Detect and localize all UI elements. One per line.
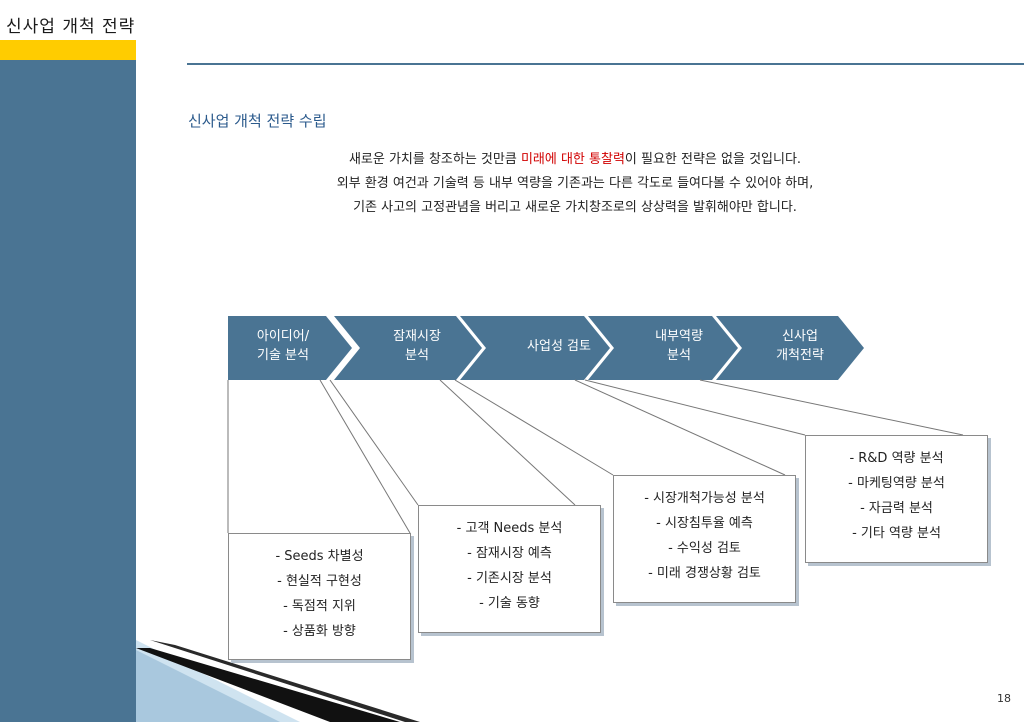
list-item: - 시장개척가능성 분석 [644,491,765,506]
process-label-1: 아이디어/기술 분석 [256,329,310,363]
accent-bar [0,40,136,60]
list-item: - R&D 역량 분석 [849,451,944,466]
intro-line-1: 새로운 가치를 창조하는 것만큼 미래에 대한 통찰력이 필요한 전략은 없을 … [348,152,802,167]
connector-3a [454,379,614,476]
list-item: - 기존시장 분석 [467,571,552,586]
connector-2a [329,379,419,506]
title-bar: 신사업 개척 전략 [0,0,160,40]
list-item: - 잠재시장 예측 [467,546,552,561]
swoosh-dark [136,648,400,722]
process-arrow-2 [334,316,482,380]
process-arrow-5 [716,316,864,380]
section-heading: 신사업 개척 전략 수립 [188,112,327,130]
list-item: - Seeds 차별성 [275,549,364,564]
intro-line-3: 기존 사고의 고정관념을 버리고 새로운 가치창조로의 상상력을 발휘해야만 합… [353,200,797,215]
connector-4b [699,379,964,436]
swoosh-mid [136,650,280,722]
intro-text: 새로운 가치를 창조하는 것만큼 미래에 대한 통찰력이 필요한 전략은 없을 … [230,148,920,220]
list-item: - 독점적 지위 [283,599,356,614]
process-arrow-1 [228,316,352,380]
connector-1b [319,379,411,534]
list-item: - 기술 동향 [479,596,540,611]
list-item: - 자금력 분석 [860,501,933,516]
page-title: 신사업 개척 전략 [6,17,136,37]
detail-box-idea: - Seeds 차별성 - 현실적 구현성 - 독점적 지위 - 상품화 방향 [228,533,411,660]
detail-box-capability: - R&D 역량 분석 - 마케팅역량 분석 - 자금력 분석 - 기타 역량 … [805,435,988,563]
list-item: - 고객 Needs 분석 [456,521,563,536]
list-item: - 상품화 방향 [283,624,356,639]
connector-3b [574,379,786,476]
swoosh-dark-tip [150,640,420,722]
list-item: - 기타 역량 분석 [852,526,941,541]
list-item: - 현실적 구현성 [277,574,362,589]
process-label-3: 사업성 검토 [527,339,591,354]
intro-highlight: 미래에 대한 통찰력 [520,152,625,167]
detail-box-market: - 고객 Needs 분석 - 잠재시장 예측 - 기존시장 분석 - 기술 동… [418,505,601,633]
connector-4a [584,379,806,436]
process-arrow-4 [588,316,738,380]
list-item: - 마케팅역량 분석 [848,476,945,491]
intro-line-2: 외부 환경 여건과 기술력 등 내부 역량을 기존과는 다른 각도로 들여다볼 … [336,176,814,191]
list-item: - 미래 경쟁상황 검토 [648,566,761,581]
left-panel [0,60,136,722]
connector-2b [439,379,576,506]
page-number: 18 [997,692,1011,705]
process-arrow-3 [460,316,610,380]
list-item: - 시장침투율 예측 [656,516,753,531]
detail-box-feasibility: - 시장개척가능성 분석 - 시장침투율 예측 - 수익성 검토 - 미래 경쟁… [613,475,796,603]
header-divider [187,63,1024,65]
list-item: - 수익성 검토 [668,541,741,556]
